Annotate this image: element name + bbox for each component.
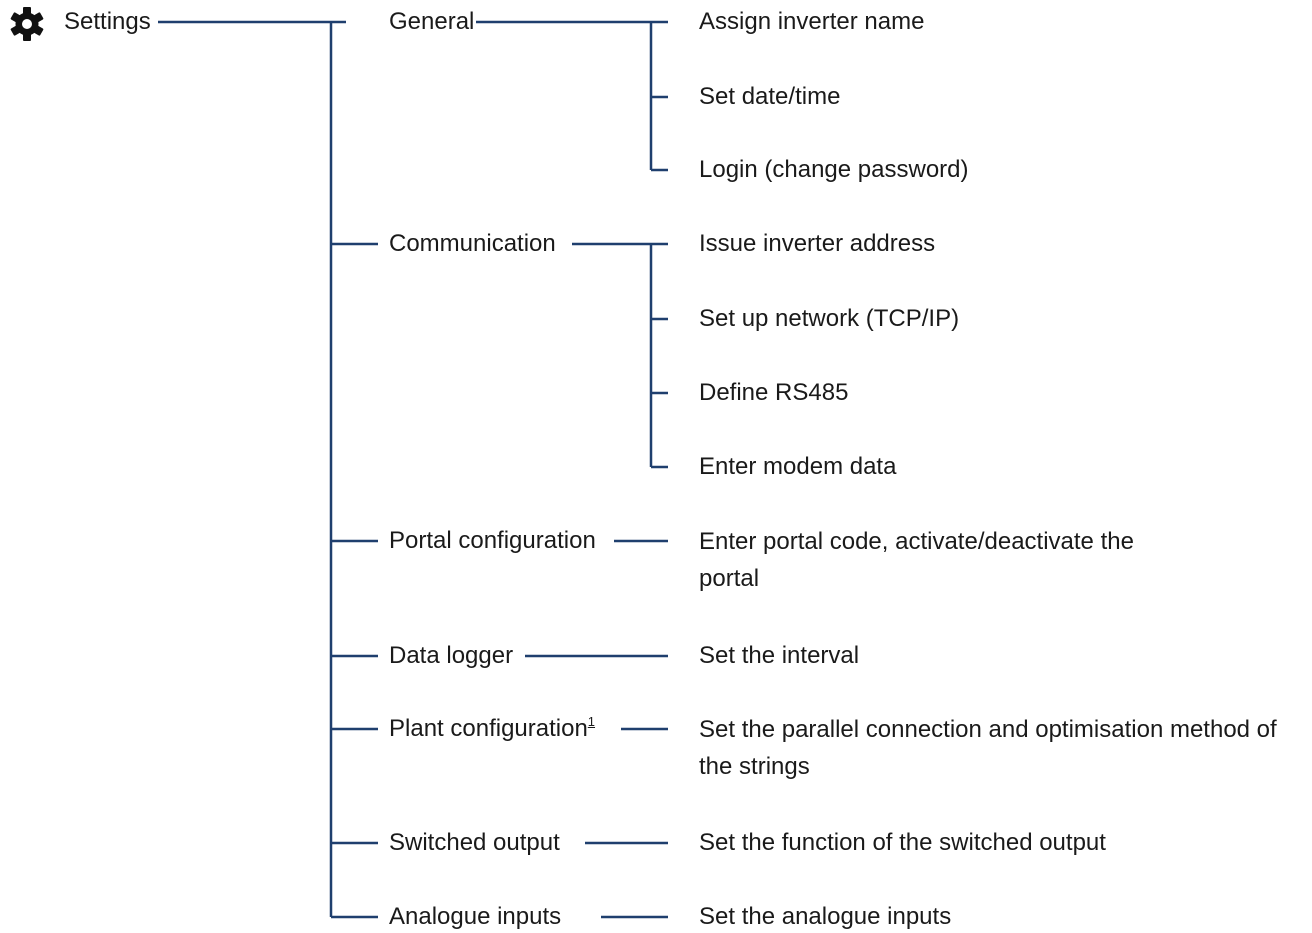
category-data-logger: Data logger <box>389 642 514 669</box>
item-0-1: Set date/time <box>699 83 841 110</box>
category-portal-configuration: Portal configuration <box>389 527 596 554</box>
category-analogue-inputs: Analogue inputs <box>389 903 562 930</box>
item-3-0: Set the interval <box>699 642 860 669</box>
category-plant-configuration: Plant configuration1 <box>389 714 596 742</box>
item-0-2: Login (change password) <box>699 156 969 183</box>
category-communication: Communication <box>389 230 556 257</box>
item-1-2: Define RS485 <box>699 379 849 406</box>
category-general: General <box>389 8 475 35</box>
item-1-1: Set up network (TCP/IP) <box>699 305 960 332</box>
item-0-0: Assign inverter name <box>699 8 925 35</box>
category-label-text: Plant configuration <box>389 715 588 742</box>
gear-icon <box>10 7 44 41</box>
category-switched-output: Switched output <box>389 829 560 856</box>
item-1-0: Issue inverter address <box>699 230 936 257</box>
item-6-0: Set the analogue inputs <box>699 903 952 930</box>
item-5-0: Set the function of the switched output <box>699 829 1106 856</box>
item-4-0: Set the parallel connection and optimisa… <box>699 716 1277 780</box>
root-label-settings: Settings <box>64 8 151 35</box>
item-2-0: Enter portal code, activate/deactivate t… <box>699 528 1134 592</box>
footnote-marker: 1 <box>587 714 596 729</box>
item-1-3: Enter modem data <box>699 453 897 480</box>
